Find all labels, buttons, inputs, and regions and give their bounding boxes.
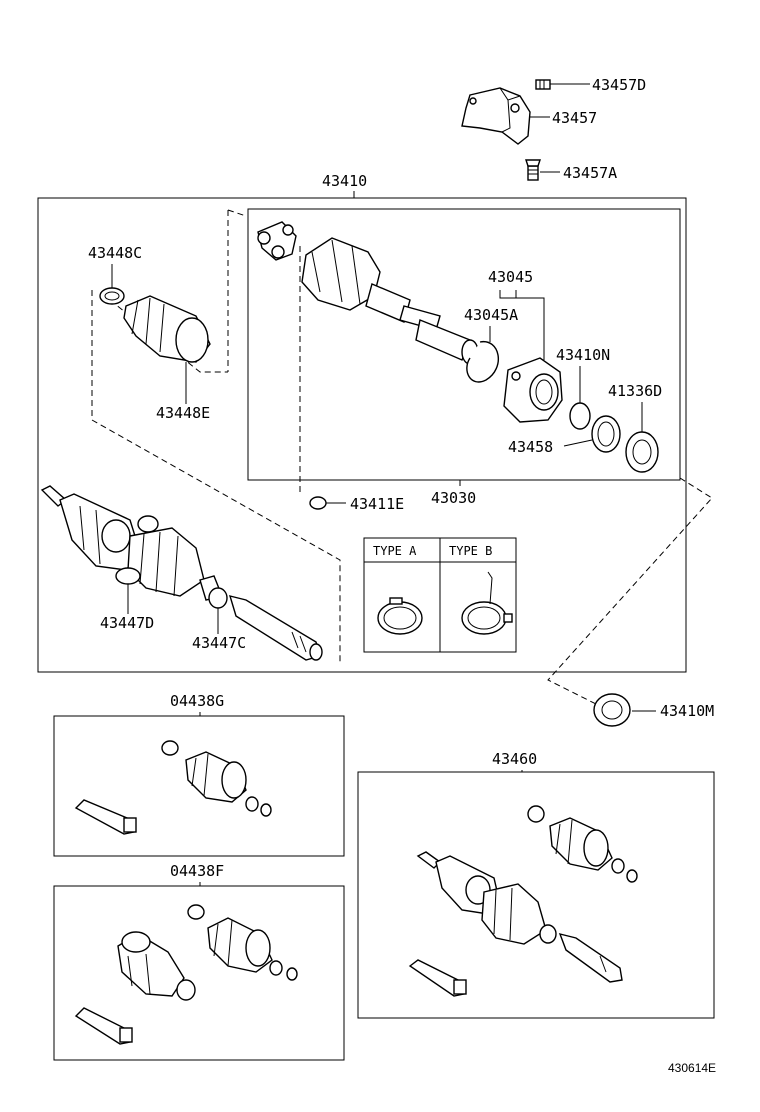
ring-43411E [309,496,327,510]
inner-joint-frame [247,208,681,481]
label-43447C: 43447C [192,634,246,652]
clamp-type-legend: TYPE A TYPE B [363,537,517,653]
diagram-id: 430614E [668,1061,716,1075]
tripod-joint [257,221,297,261]
bearing-bracket-43045 [503,357,563,423]
boot-43448E [123,295,211,363]
label-43030: 43030 [431,489,476,507]
kit-43460-frame [357,771,715,1019]
seal-43410M [593,693,631,727]
label-43410N: 43410N [556,346,610,364]
inner-housing [301,237,479,365]
snap-ring-43045A [466,341,500,383]
ring-43410N [569,402,591,430]
legend-type-a: TYPE A [373,544,417,558]
main-assembly-frame [37,197,687,673]
label-43410: 43410 [322,172,367,190]
outer-cv-shaft [40,485,323,661]
bolt-43457A [525,159,541,181]
label-04438F: 04438F [170,862,224,880]
kit-43460-parts [408,805,638,997]
clamp-type-b-icon [461,571,513,635]
label-43045A: 43045A [464,306,518,324]
label-43457D: 43457D [592,76,646,94]
label-43448E: 43448E [156,404,210,422]
bracket-43457 [461,87,531,145]
label-43457A: 43457A [563,164,617,182]
label-43045: 43045 [488,268,533,286]
kit-04438F-parts [74,904,298,1045]
label-41336D: 41336D [608,382,662,400]
label-43460: 43460 [492,750,537,768]
bracket-assembly: 43457D 43457 43457A [461,76,646,182]
kit-04438G-parts [74,740,272,835]
label-43410M: 43410M [660,702,714,720]
label-43411E: 43411E [350,495,404,513]
kit-04438G-frame [53,715,345,857]
seal-41336D [625,431,659,473]
clamp-type-a-icon [377,597,423,635]
clamp-43448C [99,287,125,305]
bearing-43458 [591,415,621,453]
label-43458: 43458 [508,438,553,456]
legend-type-b: TYPE B [449,544,492,558]
label-04438G: 04438G [170,692,224,710]
label-43447D: 43447D [100,614,154,632]
label-43457: 43457 [552,109,597,127]
kit-04438F-frame [53,885,345,1061]
label-43448C: 43448C [88,244,142,262]
bolt-43457D [535,79,560,90]
